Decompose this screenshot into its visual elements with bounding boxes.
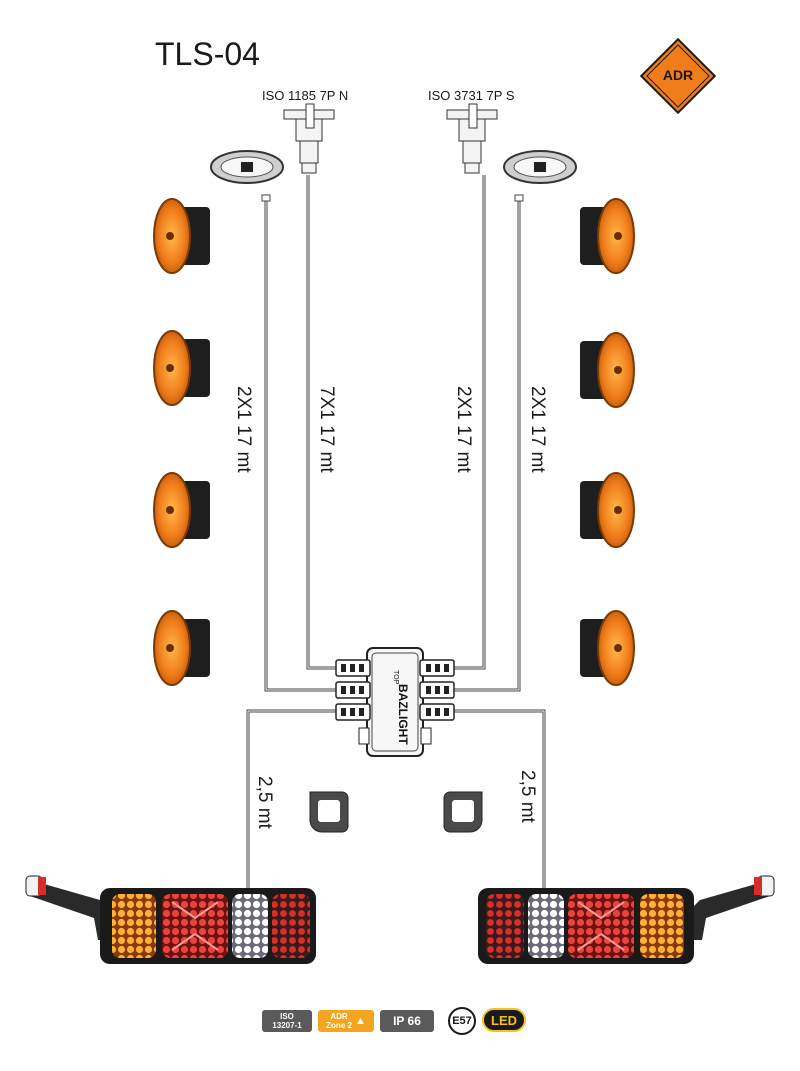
led-label: LED — [491, 1012, 517, 1028]
junction-box — [335, 647, 455, 757]
page-title: TLS-04 — [155, 36, 260, 72]
cable-label-left-marker: 2X1 17 mt — [233, 386, 254, 473]
adr-sign — [639, 37, 717, 115]
cable-label-right-main: 2X1 17 mt — [453, 386, 474, 473]
rubber-grip-left — [309, 791, 349, 833]
cable-label-right-tail: 2,5 mt — [517, 770, 538, 823]
side-markers-right — [580, 198, 635, 686]
rubber-grip-right — [443, 791, 483, 833]
iso-badge-line1: ISO — [280, 1012, 294, 1021]
adr-badge-line2: Zone 2 — [326, 1021, 352, 1030]
rear-lamp-left — [25, 875, 316, 964]
front-lamp-right — [503, 150, 577, 184]
side-markers-left — [153, 198, 210, 686]
cable-label-left-main: 7X1 17 mt — [316, 386, 337, 473]
junction-box-brand: BAZLIGHT — [396, 684, 410, 745]
e57-mark: E57 — [448, 1007, 476, 1035]
cable-label-right-marker: 2X1 17 mt — [527, 386, 548, 473]
front-lamp-left — [210, 150, 284, 184]
plug-iso-3731 — [446, 103, 498, 174]
plug-iso-1185 — [283, 103, 335, 174]
cable-label-left-tail: 2,5 mt — [254, 776, 275, 829]
junction-box-top-marker: TOP — [392, 670, 399, 685]
iso-13207-badge: ISO 13207-1 — [262, 1010, 312, 1032]
iso-badge-line2: 13207-1 — [272, 1021, 302, 1030]
adr-badge-line1: ADR — [330, 1012, 348, 1021]
ip66-badge: IP 66 — [380, 1010, 434, 1032]
rear-lamp-right — [478, 875, 775, 964]
led-badge: LED — [482, 1008, 526, 1032]
adr-sign-label: ADR — [662, 67, 694, 83]
flame-icon: ▲ — [354, 1014, 366, 1027]
connector-label-iso-1185: ISO 1185 7P N — [262, 88, 349, 103]
e57-label: E57 — [452, 1015, 472, 1027]
connector-label-iso-3731: ISO 3731 7P S — [428, 88, 515, 103]
adr-zone2-badge: ADR Zone 2 ▲ — [318, 1010, 374, 1032]
wires — [246, 175, 546, 890]
